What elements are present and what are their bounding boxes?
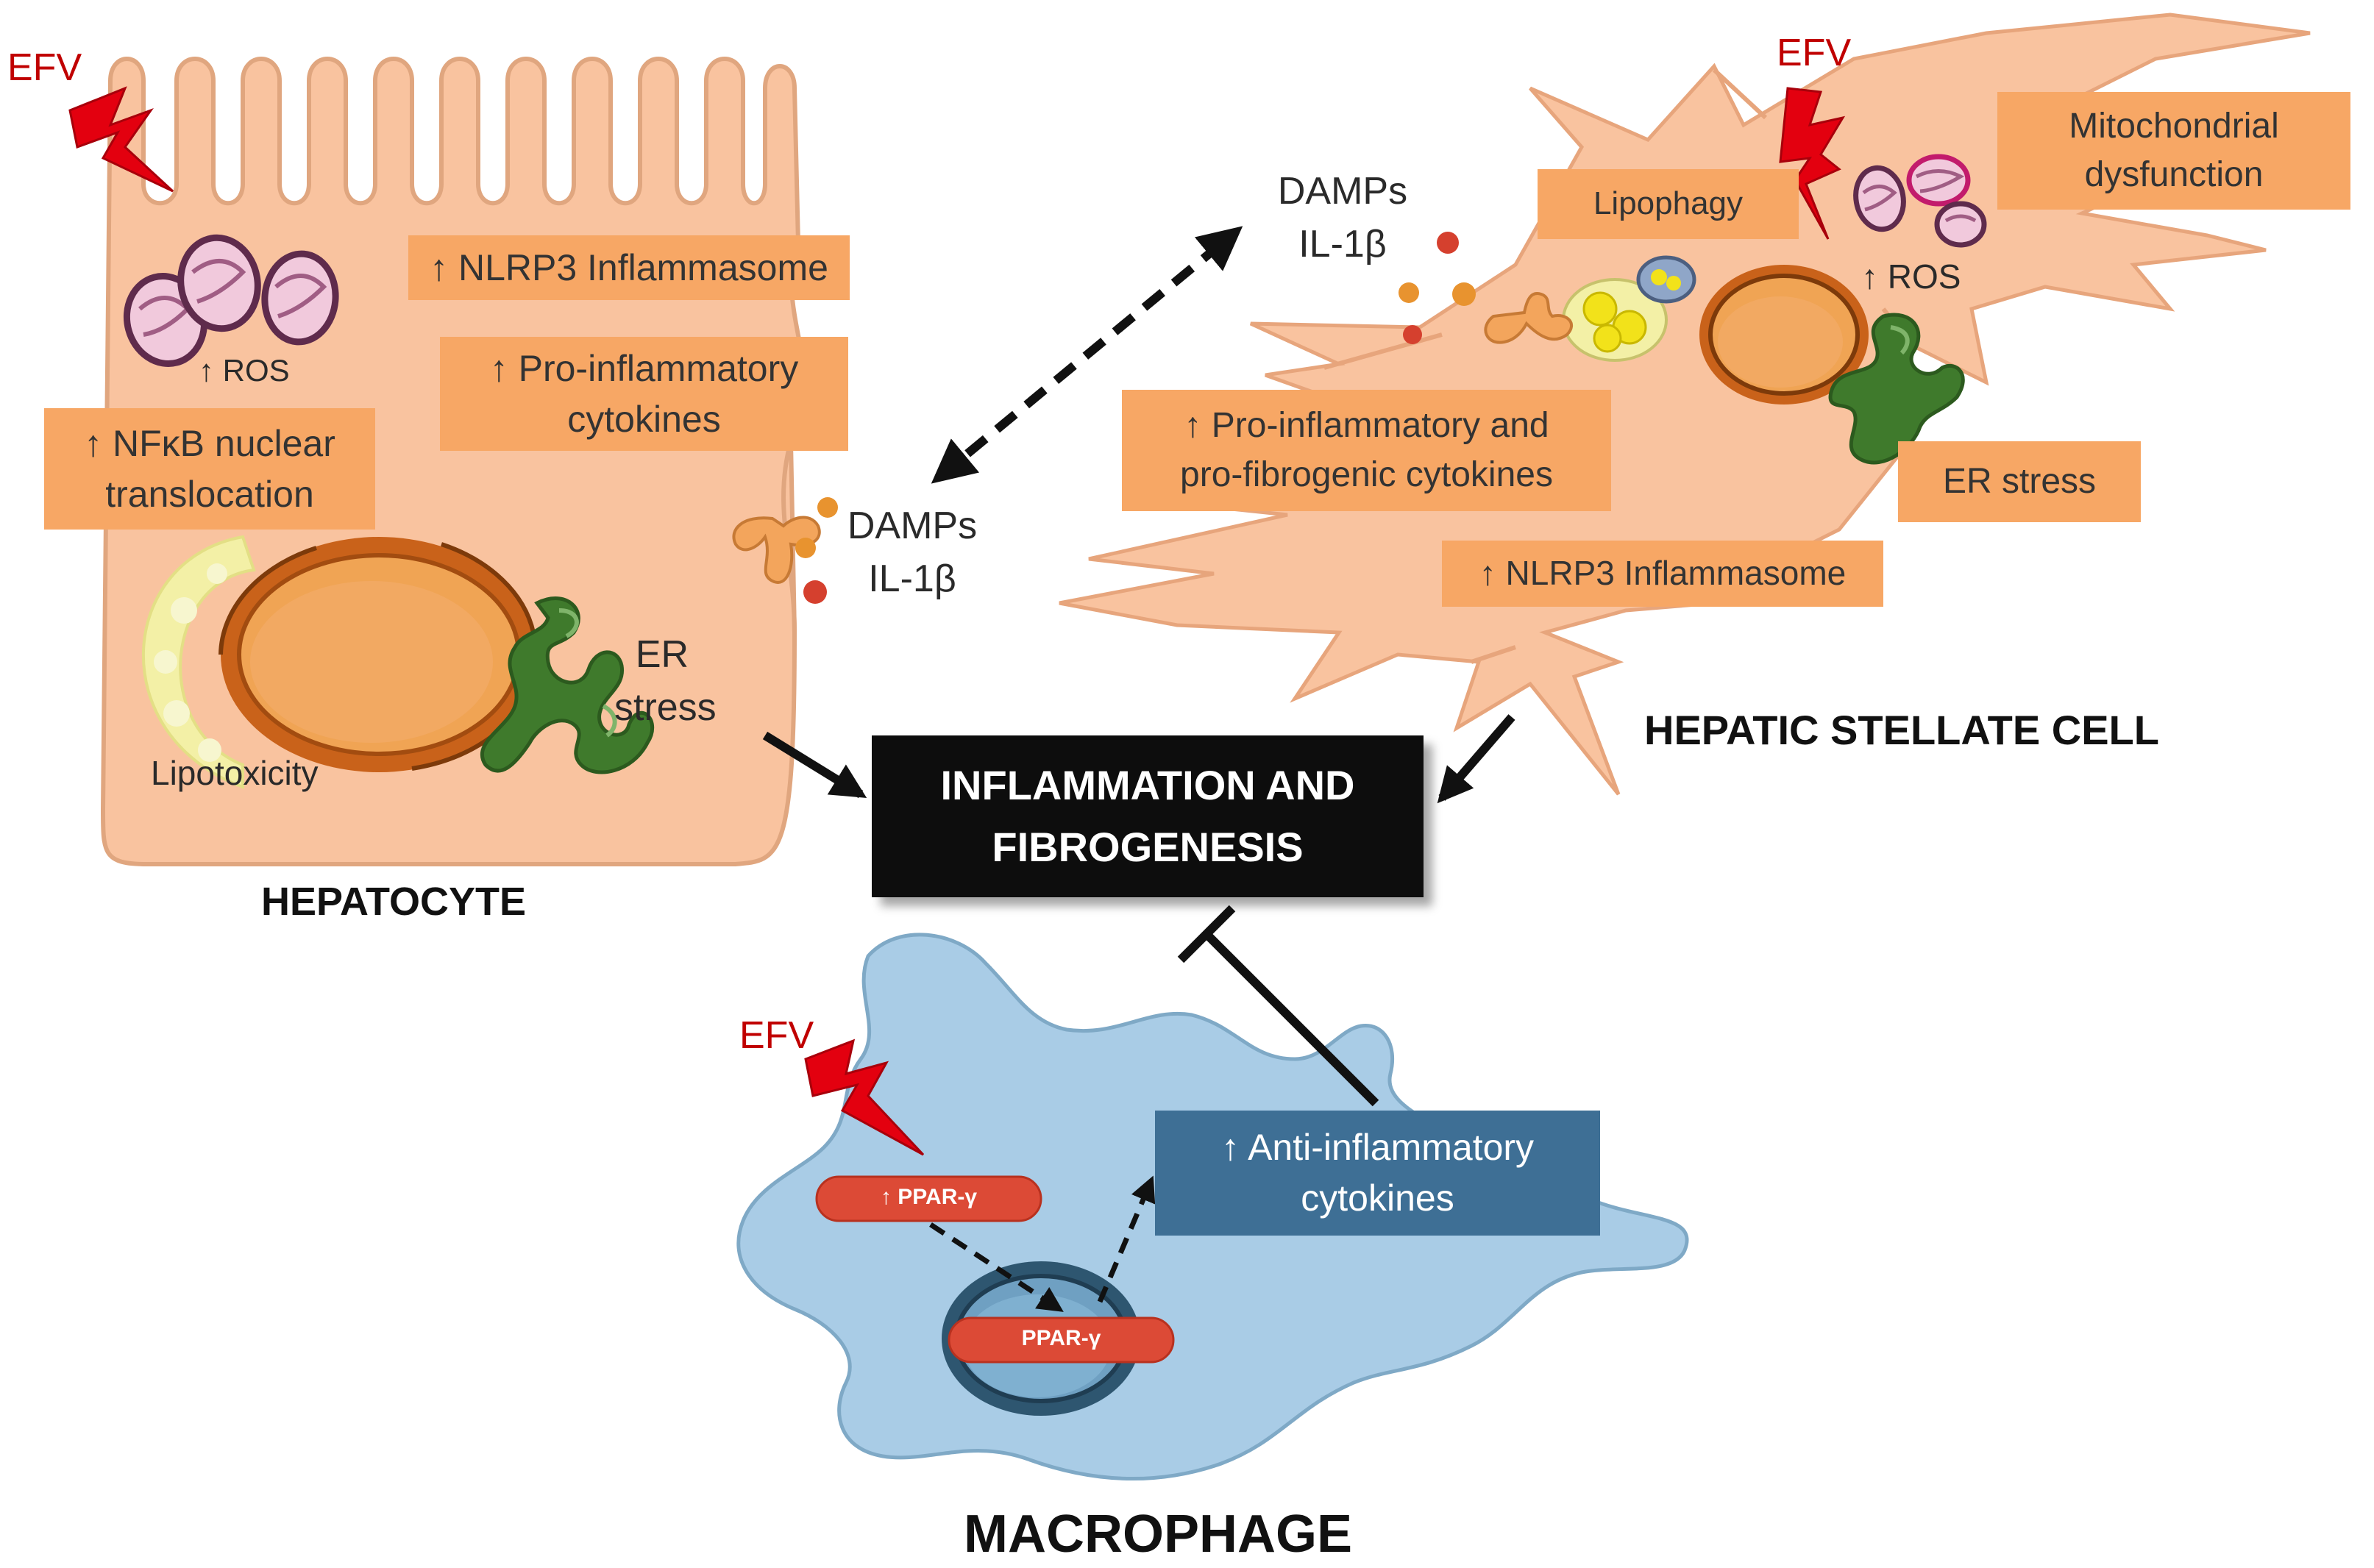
ppar-cytoplasm-label: ↑ PPAR-γ	[880, 1185, 978, 1209]
ppar-gamma-nucleus-pill	[948, 1316, 1175, 1364]
central-line2: FIBROGENESIS	[992, 824, 1304, 870]
inflammation-fibrogenesis-box: INFLAMMATION AND FIBROGENESIS	[872, 735, 1424, 897]
endoplasmic-reticulum-icon	[480, 596, 655, 774]
stellate-ros-label: ↑ ROS	[1861, 257, 1961, 296]
stellate-nlrp3-box: ↑ NLRP3 Inflammasome	[1442, 541, 1883, 607]
hepatocyte-ros-label: ↑ ROS	[199, 353, 290, 388]
lipophagy-text: Lipophagy	[1593, 185, 1744, 222]
nucleus-icon	[218, 537, 537, 772]
damps-particles-right	[1399, 232, 1476, 344]
ppar-nucleus-label: PPAR-γ	[1021, 1326, 1101, 1350]
efv-lightning-icon	[68, 86, 174, 193]
efv-lightning-icon	[804, 1038, 925, 1156]
mitochondria-icon	[123, 234, 339, 367]
lipophagy-box: Lipophagy	[1538, 169, 1799, 239]
damps-left-line1: DAMPs	[847, 505, 978, 547]
stellate-to-inflammation-arrow	[1437, 714, 1515, 804]
hepatocyte-er-stress-line2: stress	[614, 685, 717, 729]
mito-line2: dysfunction	[2084, 155, 2264, 194]
hepatocyte-to-inflammation-arrow	[762, 731, 867, 799]
stellate-nlrp3-text: ↑ NLRP3 Inflammasome	[1479, 554, 1847, 593]
nucleus-icon	[1699, 265, 1869, 405]
damps-label-right: DAMPs IL-1β	[1265, 165, 1420, 271]
endoplasmic-reticulum-icon	[1828, 313, 1965, 465]
stellate-cytokines-box: ↑ Pro-inflammatory and pro-fibrogenic cy…	[1122, 390, 1611, 511]
hepatocyte-cytokines-box: ↑ Pro-inflammatory cytokines	[440, 337, 848, 451]
mitochondria-icon	[1853, 154, 1987, 248]
receptor-icon	[1484, 292, 1574, 344]
mito-dysfunction-box: Mitochondrial dysfunction	[1997, 92, 2350, 210]
hepatocyte-nlrp3-text: ↑ NLRP3 Inflammasome	[430, 246, 828, 288]
efv-lightning-icon	[1779, 87, 1846, 240]
hepatocyte-er-stress-line1: ER	[635, 633, 689, 676]
lipid-droplets-icon	[1562, 255, 1696, 362]
stellate-cytokines-line2: pro-fibrogenic cytokines	[1180, 455, 1553, 494]
damps-right-line1: DAMPs	[1277, 170, 1408, 213]
ppar-to-cytokines-arrow	[1097, 1175, 1156, 1303]
damps-left-line2: IL-1β	[868, 557, 956, 600]
lipid-droplets-icon	[141, 535, 256, 789]
stellate-title: HEPATIC STELLATE CELL	[1644, 707, 2159, 753]
nfkb-line2: translocation	[105, 473, 314, 515]
ppar-gamma-cytoplasm-pill	[815, 1175, 1042, 1222]
efv-label-hepatocyte: EFV	[7, 46, 82, 89]
mito-line1: Mitochondrial	[2069, 106, 2279, 146]
nfkb-line1: ↑ NFκB nuclear	[84, 422, 335, 464]
stellate-er-stress-box: ER stress	[1898, 441, 2141, 522]
anti-inflammatory-line2: cytokines	[1301, 1177, 1454, 1219]
stellate-cytokines-line1: ↑ Pro-inflammatory and	[1184, 406, 1549, 446]
receptor-icon	[732, 516, 821, 584]
lipotoxicity-label: Lipotoxicity	[151, 754, 319, 792]
hepatocyte-title: HEPATOCYTE	[261, 880, 527, 924]
damps-label-left: DAMPs IL-1β	[839, 500, 986, 606]
macrophage-title: MACROPHAGE	[964, 1505, 1353, 1564]
efv-label-macrophage: EFV	[739, 1014, 814, 1057]
efv-label-stellate: EFV	[1777, 32, 1852, 74]
hepatocyte-nlrp3-box: ↑ NLRP3 Inflammasome	[408, 235, 850, 300]
central-line1: INFLAMMATION AND	[940, 762, 1355, 808]
hepatocyte-er-stress-label: ER stress	[614, 629, 717, 735]
damps-exchange-arrow	[931, 226, 1243, 484]
damps-right-line2: IL-1β	[1298, 222, 1387, 266]
hepatocyte-cytokines-line2: cytokines	[567, 398, 721, 440]
inhibition-arrow	[1177, 905, 1379, 1107]
damps-particles-left	[795, 497, 838, 604]
hepatocyte-cytokines-line1: ↑ Pro-inflammatory	[489, 347, 799, 389]
anti-inflammatory-box: ↑ Anti-inflammatory cytokines	[1155, 1111, 1600, 1236]
anti-inflammatory-line1: ↑ Anti-inflammatory	[1220, 1127, 1535, 1168]
stellate-er-stress-text: ER stress	[1942, 461, 2097, 501]
nfkb-box: ↑ NFκB nuclear translocation	[44, 408, 375, 530]
